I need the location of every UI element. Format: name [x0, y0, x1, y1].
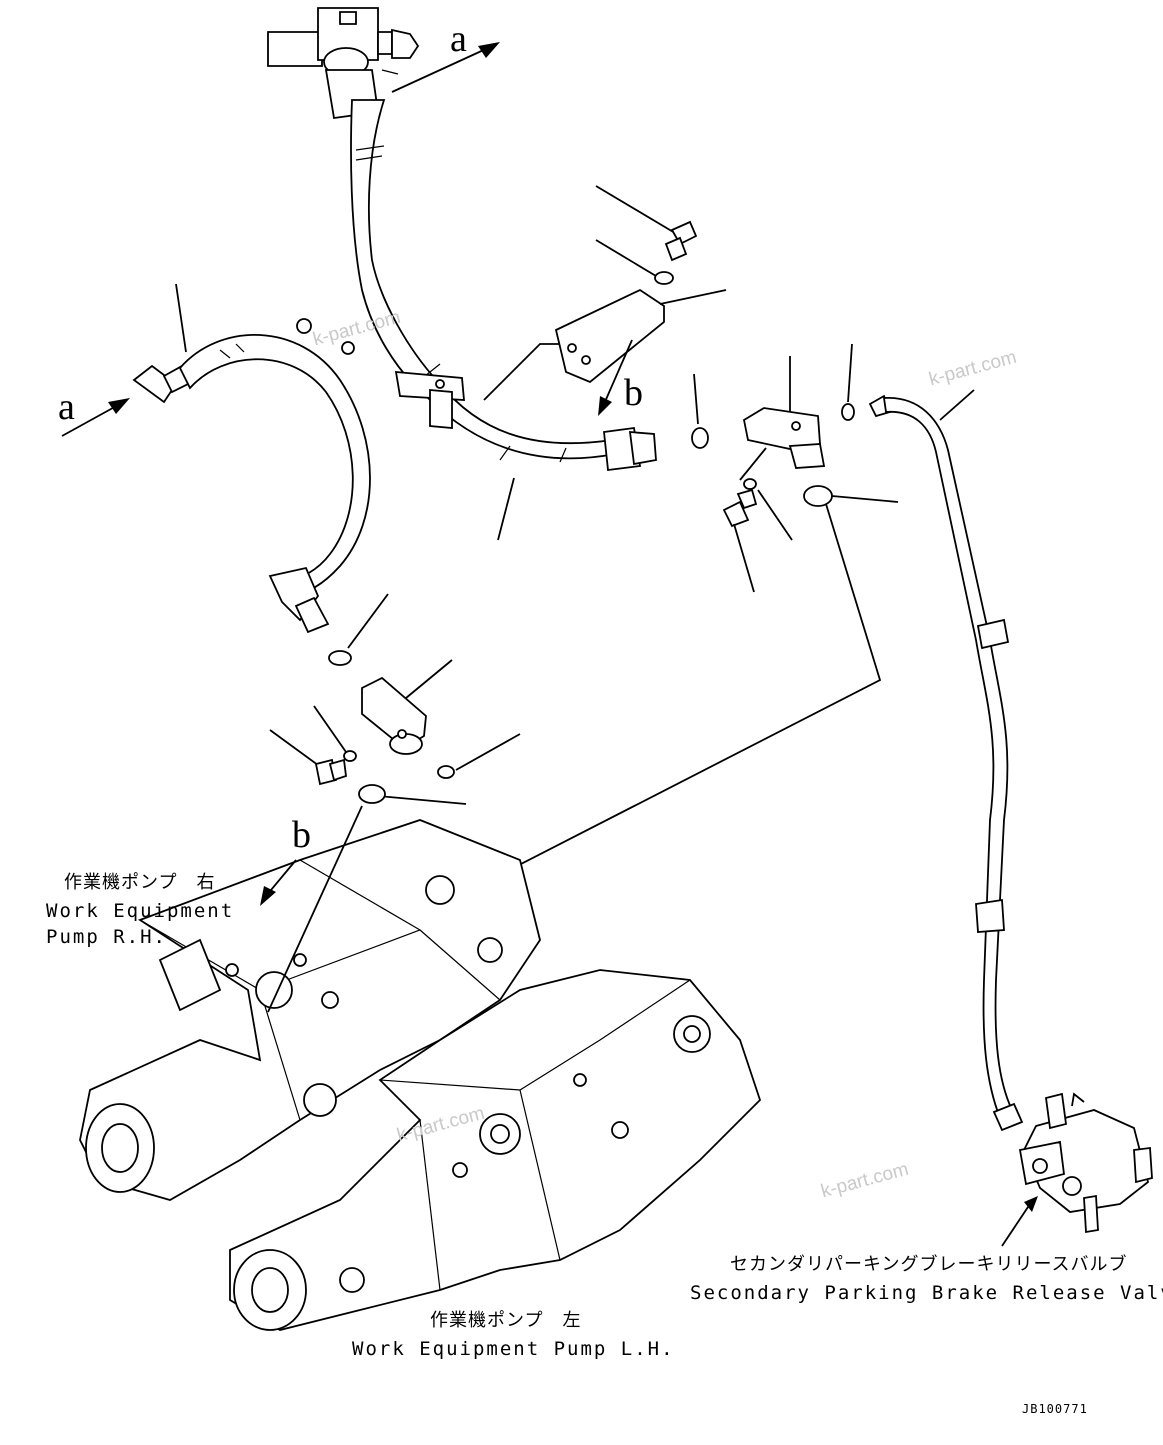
- pump-rh-label-en-line2: Pump R.H.: [46, 926, 167, 948]
- valve-label-jp: セカンダリパーキングブレーキリリースバルブ: [730, 1254, 1128, 1275]
- brake-release-valve: [1001, 1092, 1153, 1247]
- oring-left-large: [358, 784, 467, 805]
- arrow-a-top: [391, 42, 500, 93]
- drawing-code: JB100771: [1022, 1402, 1088, 1416]
- bolt-right: [722, 488, 758, 593]
- pump-lh-label-en: Work Equipment Pump L.H.: [352, 1338, 675, 1360]
- pump-rh: [79, 805, 541, 1201]
- ref-b-bracket: b: [624, 372, 643, 414]
- sensor-right: [739, 356, 826, 481]
- oring-left: [328, 593, 389, 666]
- plug-left: [437, 733, 521, 779]
- plug-right: [691, 373, 709, 449]
- left-hose: [132, 283, 371, 634]
- bolt-left: [269, 729, 347, 786]
- washer-right-small: [841, 343, 855, 421]
- ref-b-pump: b: [292, 814, 311, 856]
- right-hose: [868, 389, 1024, 1132]
- oring-right-large: [481, 485, 899, 885]
- pump-rh-label-jp: 作業機ポンプ 右: [64, 872, 216, 893]
- upper-hose: [296, 99, 657, 472]
- sensor-left: [361, 659, 453, 755]
- arrow-a-left: [61, 398, 130, 437]
- ref-a-top: a: [450, 18, 467, 60]
- washer-left: [313, 705, 357, 762]
- valve-label-en: Secondary Parking Brake Release Valve: [690, 1282, 1163, 1304]
- pump-lh-label-jp: 作業機ポンプ 左: [430, 1310, 582, 1331]
- pump-lh: [229, 969, 762, 1331]
- top-valve-block: [267, 7, 420, 120]
- pump-rh-label-en-line1: Work Equipment: [46, 900, 235, 922]
- oring-right: [743, 478, 793, 541]
- ref-a-left: a: [58, 386, 75, 428]
- bracket: [554, 288, 727, 416]
- leader-upper-hose: [497, 477, 515, 541]
- leader-clamp: [483, 343, 572, 401]
- washer-top: [595, 239, 674, 285]
- bolt-top: [595, 185, 698, 262]
